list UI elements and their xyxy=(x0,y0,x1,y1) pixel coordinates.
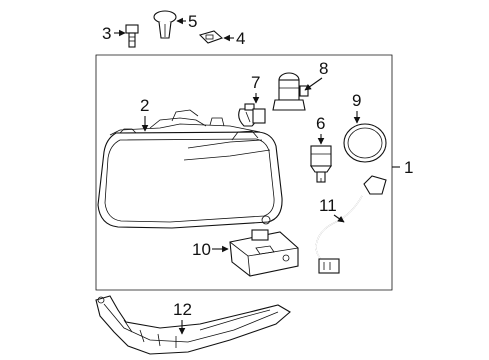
svg-text:4: 4 xyxy=(236,29,245,48)
callout-1: 1 xyxy=(392,158,413,177)
callout-6: 6 xyxy=(316,114,325,145)
svg-text:5: 5 xyxy=(188,12,197,31)
bulb-socket-part xyxy=(272,72,309,111)
bolt-part xyxy=(125,24,139,48)
callout-8: 8 xyxy=(304,59,328,91)
hid-bulb-part xyxy=(309,145,333,183)
callout-12: 12 xyxy=(173,300,192,335)
ballast-module-part xyxy=(229,229,299,277)
svg-text:2: 2 xyxy=(140,96,149,115)
svg-text:3: 3 xyxy=(102,24,111,43)
wedge-bulb-part xyxy=(238,103,266,127)
svg-text:6: 6 xyxy=(316,114,325,133)
svg-text:11: 11 xyxy=(319,196,337,215)
seal-ring-part xyxy=(343,123,387,163)
svg-text:9: 9 xyxy=(352,91,361,110)
callout-7: 7 xyxy=(251,73,260,104)
callout-10: 10 xyxy=(192,240,229,259)
nut-clip-part xyxy=(198,30,224,44)
callout-2: 2 xyxy=(140,96,149,132)
svg-text:1: 1 xyxy=(404,158,413,177)
callout-11: 11 xyxy=(319,196,345,223)
assembly-frame xyxy=(95,54,393,291)
callout-4: 4 xyxy=(223,29,245,48)
svg-text:7: 7 xyxy=(251,73,260,92)
callout-9: 9 xyxy=(352,91,361,124)
callout-5: 5 xyxy=(176,12,197,31)
wiring-harness-part xyxy=(315,175,387,274)
svg-text:8: 8 xyxy=(319,59,328,78)
headlamp-housing-part xyxy=(97,109,283,229)
callout-3: 3 xyxy=(102,24,126,43)
svg-text:10: 10 xyxy=(192,240,211,259)
svg-text:12: 12 xyxy=(173,300,192,319)
mounting-bracket-part xyxy=(95,295,291,355)
push-clip-part xyxy=(153,10,177,39)
